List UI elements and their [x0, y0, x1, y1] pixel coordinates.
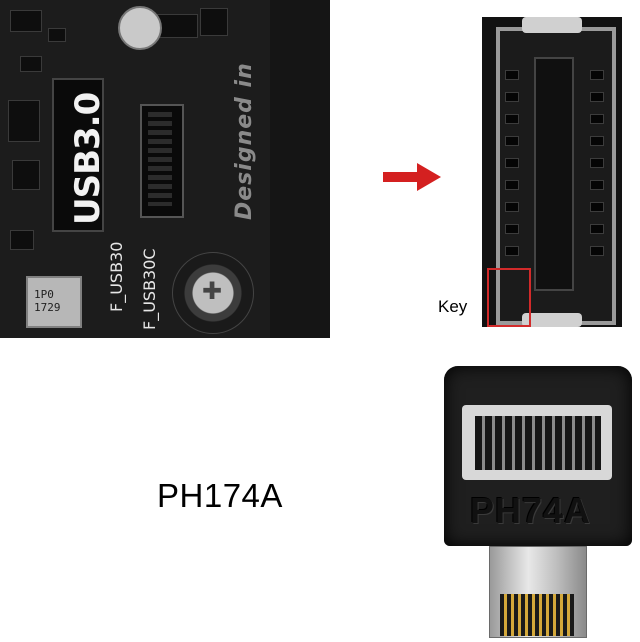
key-label: Key: [438, 297, 468, 316]
usb30-header: [52, 78, 104, 232]
f-usb30-label: F_USB30: [107, 241, 126, 312]
usb30-silkscreen: USB3.0: [68, 92, 108, 225]
product-title: PH174A: [157, 477, 283, 514]
arrow-right-icon: [383, 163, 441, 191]
motherboard-photo: USB3.0 Designed in F_USB30 F_USB30C 1P0 …: [0, 0, 330, 338]
adapter-engraving: PH74A: [470, 490, 592, 531]
screw-slot-icon: ✚: [201, 278, 223, 305]
adapter-socket-inner: [475, 416, 601, 470]
capacitor: [118, 6, 162, 50]
inductor: [26, 276, 82, 328]
designed-in-text: Designed in: [232, 62, 257, 220]
connector-closeup: [482, 17, 622, 327]
usb30c-pins: [148, 112, 172, 206]
inductor-label: 1P0 1729: [34, 288, 61, 314]
screw: [172, 252, 254, 334]
f-usb30c-label: F_USB30C: [140, 248, 159, 330]
key-highlight: [487, 268, 531, 327]
adapter-tongue: [500, 594, 574, 636]
